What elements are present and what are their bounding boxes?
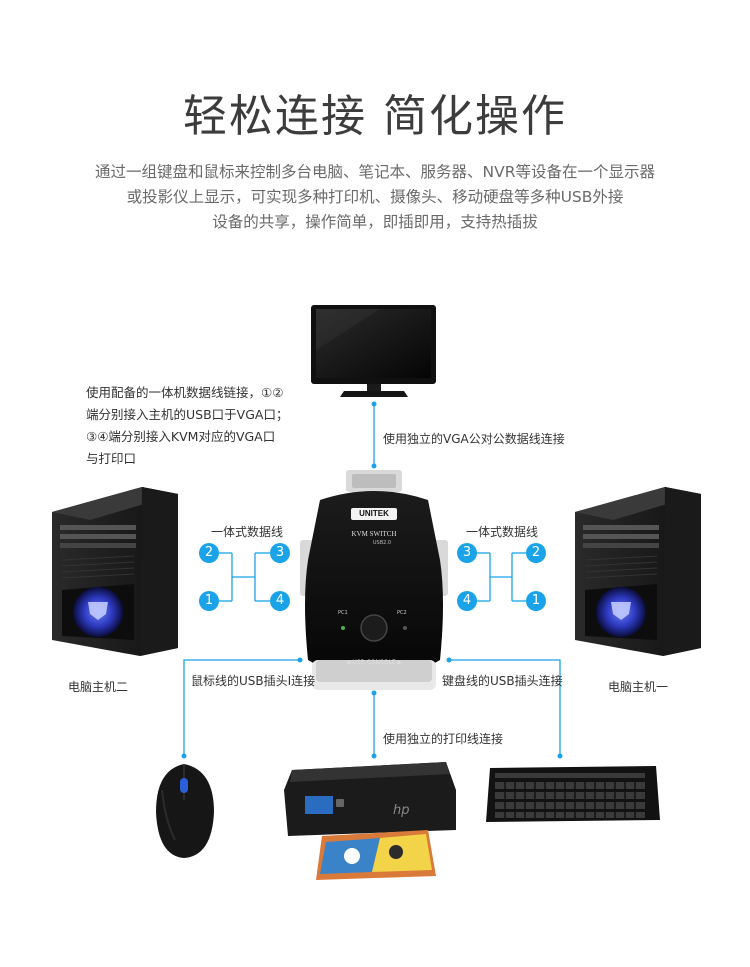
printer-image xyxy=(284,762,456,880)
intro-text: 通过一组键盘和鼠标来控制多台电脑、笔记本、服务器、NVR等设备在一个显示器 或投… xyxy=(40,160,710,235)
left-pc-label: 电脑主机二 xyxy=(68,680,129,694)
port-badge: 4 xyxy=(457,591,477,611)
port-badge: 2 xyxy=(199,543,219,563)
intro-line: 通过一组键盘和鼠标来控制多台电脑、笔记本、服务器、NVR等设备在一个显示器 xyxy=(95,163,655,181)
monitor-connection-label: 使用独立的VGA公对公数据线连接 xyxy=(383,432,565,446)
printer-connection-label: 使用独立的打印线连接 xyxy=(383,732,504,746)
note-line: 端分别接入主机的USB口于VGA口； xyxy=(86,407,289,422)
port-badge: 3 xyxy=(270,543,290,563)
port-badge: 4 xyxy=(270,591,290,611)
left-cable-label: 一体式数据线 xyxy=(211,525,284,539)
right-cable-label: 一体式数据线 xyxy=(466,525,539,539)
note-line: 使用配备的一体机数据线链接，①② xyxy=(86,385,284,400)
kvm-brand-logo: UNITEK xyxy=(359,509,389,518)
note-line: 与打印口 xyxy=(86,451,137,466)
intro-line: 或投影仪上显示，可实现多种打印机、摄像头、移动硬盘等多种USB外接 xyxy=(126,188,624,206)
mouse-image xyxy=(156,764,214,858)
kvm-pc1-label: PC1 xyxy=(338,610,348,616)
kvm-switch-image xyxy=(300,470,448,690)
port-badge: 3 xyxy=(457,543,477,563)
kvm-model-text: KVM SWITCH xyxy=(351,530,397,538)
port-badge: 1 xyxy=(526,591,546,611)
intro-line: 设备的共享，操作简单，即插即用，支持热插拔 xyxy=(212,213,538,231)
right-pc-label: 电脑主机一 xyxy=(608,680,669,694)
page-title: 轻松连接 简化操作 xyxy=(183,91,567,142)
left-pc-image xyxy=(52,487,178,656)
kvm-pc2-label: PC2 xyxy=(397,610,407,616)
monitor-image xyxy=(311,305,436,397)
right-pc-image xyxy=(575,487,701,656)
kvm-usb-version: USB2.0 xyxy=(372,540,392,546)
connection-note: 使用配备的一体机数据线链接，①② 端分别接入主机的USB口于VGA口； ③④端分… xyxy=(86,382,288,470)
kvm-console-label: ◀ USB CONSOLE ▶ xyxy=(345,659,403,666)
connector-lines xyxy=(183,403,561,756)
port-badge: 1 xyxy=(199,591,219,611)
mouse-connection-label: 鼠标线的USB插头I连接 xyxy=(191,674,316,688)
port-badge: 2 xyxy=(526,543,546,563)
note-line: ③④端分别接入KVM对应的VGA口 xyxy=(86,429,276,444)
keyboard-image xyxy=(486,766,660,822)
keyboard-connection-label: 键盘线的USB插头连接 xyxy=(442,674,563,688)
printer-hp-logo: hp xyxy=(393,803,410,818)
